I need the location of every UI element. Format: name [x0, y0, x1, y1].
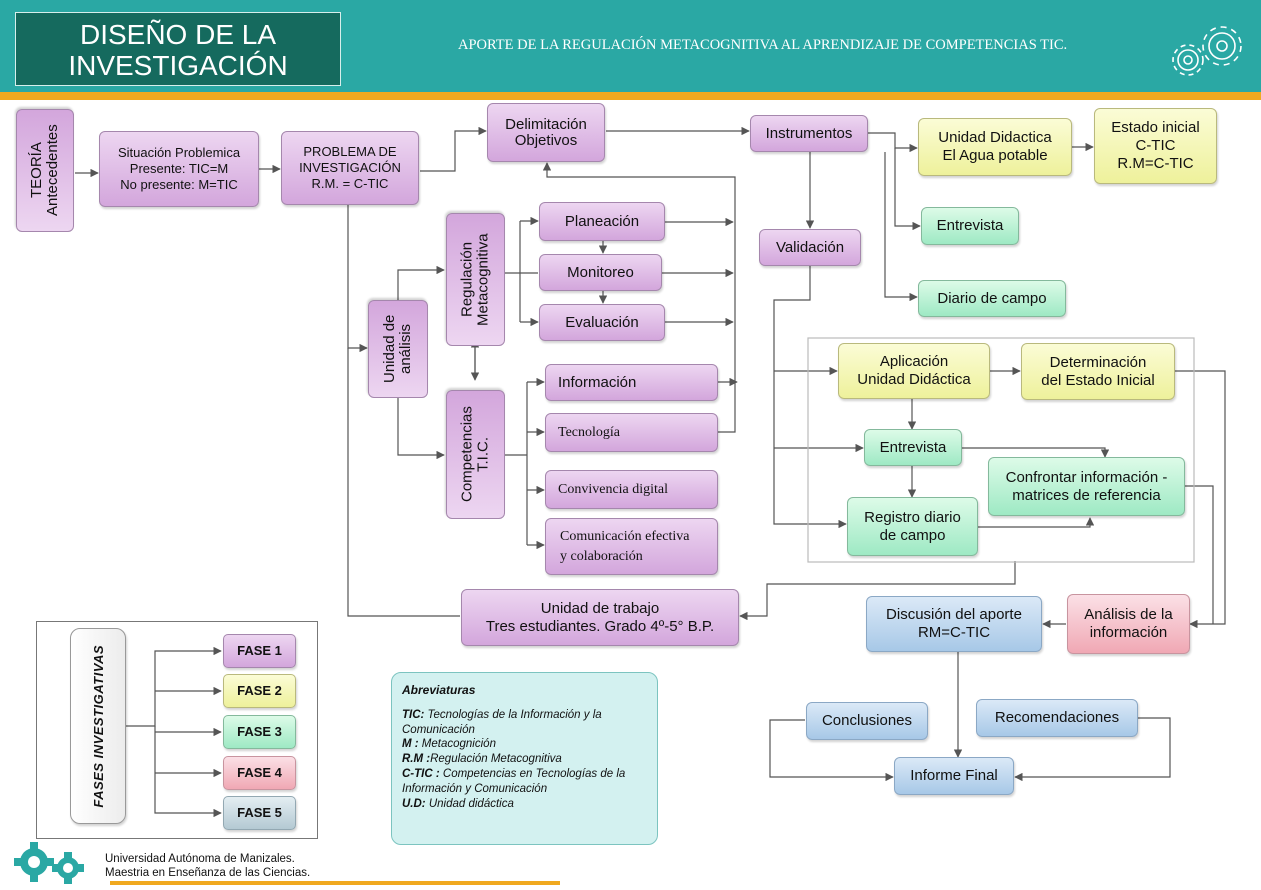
- page-title-text: DISEÑO DE LA INVESTIGACIÓN: [68, 19, 288, 81]
- footer-accent-bar: [110, 881, 560, 885]
- node-regulacion-metacognitiva: Regulación Metacognitiva: [446, 213, 505, 346]
- legend-fase-3: FASE 3: [223, 715, 296, 749]
- node-validacion: Validación: [759, 229, 861, 266]
- node-convivencia-digital: Convivencia digital: [545, 470, 718, 509]
- node-estado-inicial: Estado inicial C-TIC R.M=C-TIC: [1094, 108, 1217, 184]
- header-accent-bar: [0, 92, 1261, 100]
- abbreviations-title: Abreviaturas: [402, 683, 476, 697]
- node-entrevista-instrumento: Entrevista: [921, 207, 1019, 245]
- gears-icon: [1160, 22, 1250, 86]
- node-unidad-didactica: Unidad Didactica El Agua potable: [918, 118, 1072, 176]
- node-situacion-problemica: Situación Problemica Presente: TIC=M No …: [99, 131, 259, 207]
- node-entrevista-aplicacion: Entrevista: [864, 429, 962, 466]
- page-title: DISEÑO DE LA INVESTIGACIÓN: [15, 12, 341, 86]
- legend-fase-5: FASE 5: [223, 796, 296, 830]
- phases-legend: [36, 621, 318, 839]
- legend-fase-2: FASE 2: [223, 674, 296, 708]
- legend-fase-4: FASE 4: [223, 756, 296, 790]
- abbreviation-item: TIC: Tecnologías de la Información y la …: [402, 708, 602, 736]
- node-aplicacion-unidad-didactica: Aplicación Unidad Didáctica: [838, 343, 990, 399]
- node-informacion: Información: [545, 364, 718, 401]
- page-subtitle: APORTE DE LA REGULACIÓN METACOGNITIVA AL…: [458, 37, 1068, 53]
- node-evaluacion: Evaluación: [539, 304, 665, 341]
- footer-text: Universidad Autónoma de Manizales. Maest…: [105, 852, 310, 880]
- node-recomendaciones: Recomendaciones: [976, 699, 1138, 737]
- abbreviation-item: R.M :Regulación Metacognitiva: [402, 753, 562, 766]
- node-teoria: TEORÍA Antecedentes: [16, 109, 74, 232]
- abbreviation-item: U.D: Unidad didáctica: [402, 797, 514, 810]
- legend-title-box: FASES INVESTIGATIVAS: [70, 628, 126, 824]
- node-unidad-analisis: Unidad de análisis: [368, 300, 428, 398]
- footer-university: Universidad Autónoma de Manizales.: [105, 853, 295, 865]
- node-discusion-aporte: Discusión del aporte RM=C-TIC: [866, 596, 1042, 652]
- footer-program: Maestria en Enseñanza de las Ciencias.: [105, 867, 311, 879]
- node-registro-diario: Registro diario de campo: [847, 497, 978, 556]
- footer-gears-icon: [6, 838, 96, 890]
- abbreviation-item: M : Metacognición: [402, 738, 496, 751]
- node-determinacion-estado-inicial: Determinación del Estado Inicial: [1021, 343, 1175, 400]
- node-planeacion: Planeación: [539, 202, 665, 241]
- abbreviations-panel: Abreviaturas TIC: Tecnologías de la Info…: [391, 672, 658, 845]
- legend-fase-1: FASE 1: [223, 634, 296, 668]
- node-tecnologia: Tecnología: [545, 413, 718, 452]
- node-competencias-tic: Competencias T.I.C.: [446, 390, 505, 519]
- node-monitoreo: Monitoreo: [539, 254, 662, 291]
- experiment-group-frame: [807, 337, 1195, 563]
- node-delimitacion-objetivos: Delimitación Objetivos: [487, 103, 605, 162]
- node-confrontar-informacion: Confrontar información - matrices de ref…: [988, 457, 1185, 516]
- node-problema-investigacion: PROBLEMA DE INVESTIGACIÓN R.M. = C-TIC: [281, 131, 419, 205]
- node-diario-campo: Diario de campo: [918, 280, 1066, 317]
- node-comunicacion-efectiva: Comunicación efectiva y colaboración: [545, 518, 718, 575]
- legend-title: FASES INVESTIGATIVAS: [90, 644, 106, 808]
- node-analisis-informacion: Análisis de la información: [1067, 594, 1190, 654]
- node-conclusiones: Conclusiones: [806, 702, 928, 740]
- node-unidad-trabajo: Unidad de trabajo Tres estudiantes. Grad…: [461, 589, 739, 646]
- node-instrumentos: Instrumentos: [750, 115, 868, 152]
- node-informe-final: Informe Final: [894, 757, 1014, 795]
- abbreviation-item: C-TIC : Competencias en Tecnologías de l…: [402, 767, 626, 795]
